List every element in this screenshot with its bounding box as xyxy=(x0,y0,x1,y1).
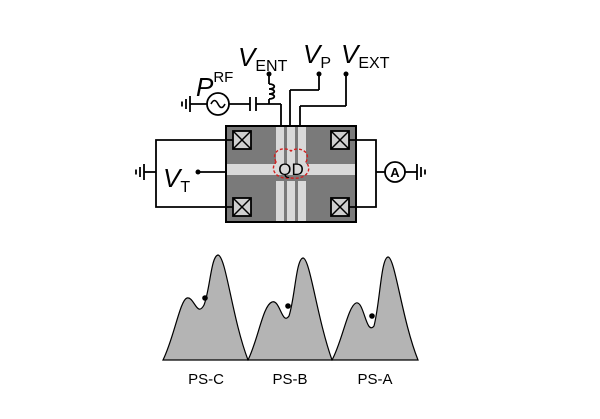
contact-pad-top-right xyxy=(330,130,350,150)
ammeter-ground-icon xyxy=(416,164,426,180)
p-rf-label: PRF xyxy=(196,69,233,102)
v-p-label: VP xyxy=(303,39,331,72)
contact-pad-bottom-left xyxy=(232,197,252,217)
capacitor-icon xyxy=(249,97,257,111)
v-ent-label: VENT xyxy=(238,42,288,75)
pulse-label-ps-c: PS-C xyxy=(188,371,224,388)
rf-source-icon xyxy=(206,92,230,116)
v-ext-terminal xyxy=(343,71,349,77)
vt-circuit-wires xyxy=(144,139,233,208)
vt-terminal xyxy=(195,169,201,175)
contact-pad-bottom-right xyxy=(330,197,350,217)
pulse-shape-ps-c xyxy=(162,254,249,361)
vt-ground-icon xyxy=(135,164,145,180)
pulse-shape-ps-b xyxy=(247,257,333,361)
v-t-label: VT xyxy=(163,163,190,196)
pulse-label-ps-a: PS-A xyxy=(357,371,392,388)
pulse-marker-dot xyxy=(369,313,375,319)
ammeter-circuit-wires xyxy=(349,139,417,208)
quantum-dot-outline xyxy=(272,148,310,179)
ammeter-label: A xyxy=(390,165,400,180)
quantum-dot-label: QD xyxy=(278,160,304,179)
pulse-marker-dot xyxy=(202,295,208,301)
pulse-label-ps-b: PS-B xyxy=(272,371,307,388)
ammeter-icon: A xyxy=(384,161,406,183)
pulse-marker-dot xyxy=(285,303,291,309)
v-p-terminal xyxy=(316,71,322,77)
pulse-shape-ps-a xyxy=(330,256,419,361)
gate-wires xyxy=(190,74,347,126)
rf-ground-icon xyxy=(181,96,191,112)
contact-pad-top-left xyxy=(232,130,252,150)
v-ent-terminal xyxy=(266,71,272,77)
v-ext-label: VEXT xyxy=(341,39,390,72)
